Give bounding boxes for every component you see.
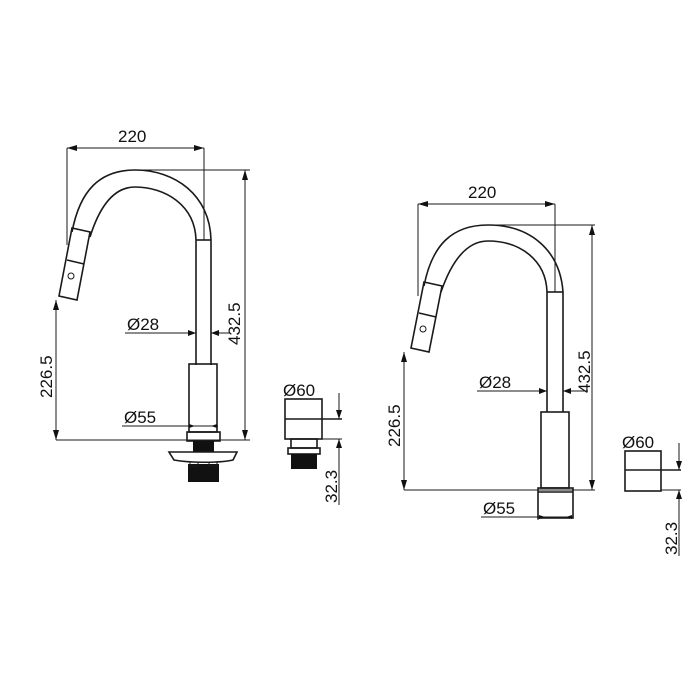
dim-outlet-height-right: 226.5 bbox=[385, 404, 404, 447]
dimensions-left: 220 432.5 226.5 Ø28 Ø55 bbox=[37, 127, 250, 441]
dim-nut-diameter-left: Ø60 bbox=[283, 381, 315, 400]
dim-pipe-diameter-left: Ø28 bbox=[127, 315, 159, 334]
nut-detail-left: Ø60 32.3 bbox=[283, 381, 342, 505]
dim-nut-height-right: 32.3 bbox=[662, 522, 681, 555]
dim-total-height-left: 432.5 bbox=[225, 302, 244, 345]
dim-base-diameter-right: Ø55 bbox=[483, 499, 515, 518]
dim-total-height-right: 432.5 bbox=[575, 350, 594, 393]
dim-pipe-diameter-right: Ø28 bbox=[479, 373, 511, 392]
dim-spout-reach-left: 220 bbox=[118, 127, 146, 146]
faucet-left bbox=[58, 169, 239, 482]
faucet-right bbox=[410, 224, 574, 519]
dim-spout-reach-right: 220 bbox=[468, 183, 496, 202]
dim-nut-diameter-right: Ø60 bbox=[622, 433, 654, 452]
dim-base-diameter-left: Ø55 bbox=[124, 408, 156, 427]
dimensions-right: 220 432.5 226.5 Ø28 Ø55 bbox=[385, 183, 595, 520]
dim-outlet-height-left: 226.5 bbox=[37, 355, 56, 398]
dim-nut-height-left: 32.3 bbox=[322, 470, 341, 503]
nut-detail-right: Ø60 32.3 bbox=[622, 433, 682, 556]
